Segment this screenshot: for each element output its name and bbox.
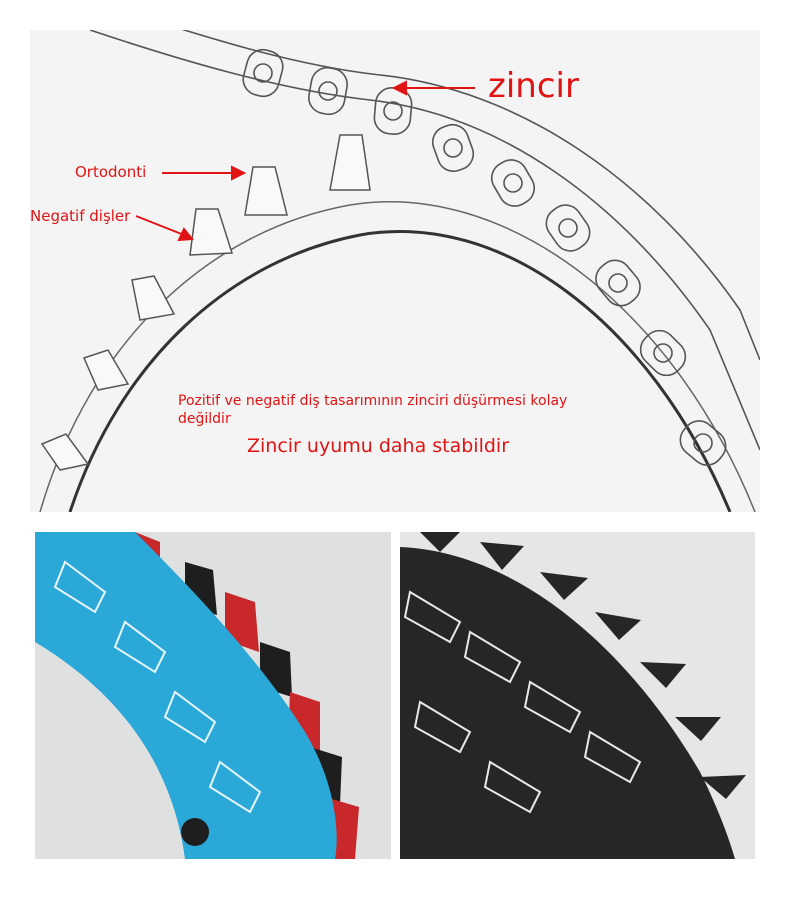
- label-negative-teeth: Negatif dişler: [30, 207, 131, 225]
- black-chainring-illustration: [400, 532, 746, 859]
- chainring-diagram: zincir Ortodonti Negatif dişler Pozitif …: [30, 30, 760, 512]
- chainring-inner-edge: [68, 230, 732, 512]
- printed-graphics: [403, 590, 642, 814]
- mounting-hole: [181, 818, 209, 846]
- blue-chainring-illustration: [35, 532, 359, 859]
- label-orthodontic: Ortodonti: [75, 163, 147, 181]
- engraved-graphics: [53, 560, 262, 814]
- diagram-line-art: [39, 30, 760, 512]
- photo-black-chainring: [400, 532, 755, 859]
- note-design: Pozitif ve negatif diş tasarımının zinci…: [178, 393, 568, 427]
- black-teeth: [420, 532, 746, 799]
- blue-chainring-body: [35, 532, 337, 859]
- chainring-teeth: [40, 134, 371, 471]
- label-chain: zincir: [488, 66, 579, 106]
- annotation-arrows: [135, 80, 475, 242]
- photo-blue-chainring: [35, 532, 391, 859]
- note-stability: Zincir uyumu daha stabildir: [247, 435, 510, 457]
- chainring-outer-edge: [39, 201, 756, 512]
- black-chainring-body: [400, 547, 735, 859]
- chain: [89, 30, 760, 466]
